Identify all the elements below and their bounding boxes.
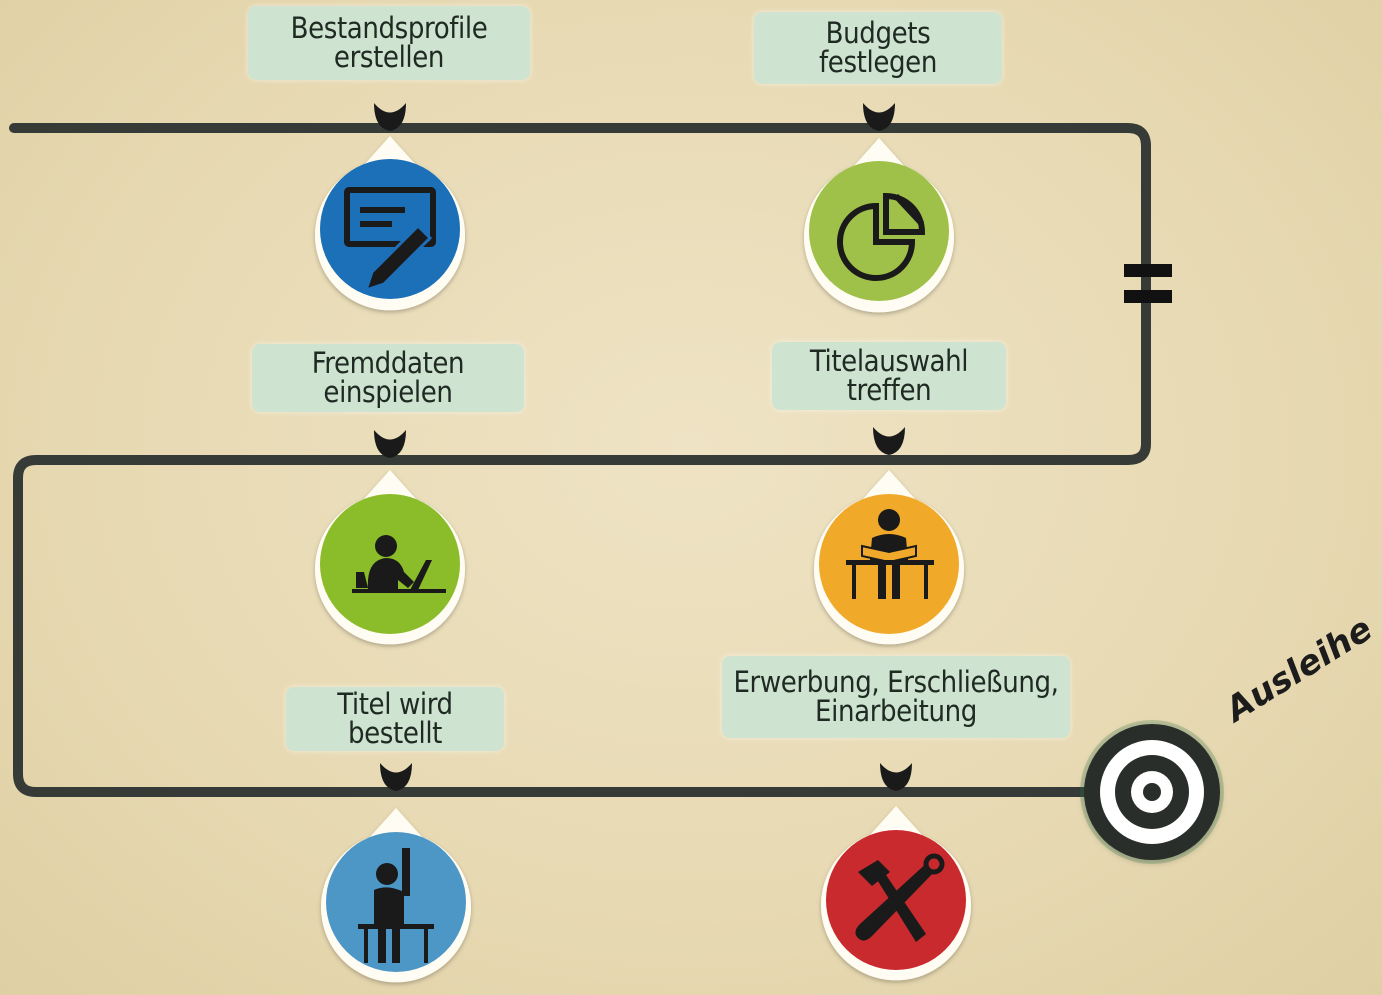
flow-line [9,123,1151,797]
step-label-line1: Bestandsprofile [290,11,488,45]
connector-pins [374,103,912,791]
tools-icon [855,853,945,942]
step-label-budgets: Budgets festlegen [754,12,1002,84]
pie-chart-icon [837,192,926,281]
step-label-line2: Einarbeitung [815,694,977,728]
step-label-line2: einspielen [323,375,453,409]
step-label-line1: Titelauswahl [809,344,969,378]
break-marker [1124,264,1172,303]
step-label-bestellt: Titel wird bestellt [286,687,504,751]
step-label-line1: Titel wird [337,687,453,721]
step-label-bestandsprofile: Bestandsprofile erstellen [248,6,530,80]
person-laptop-icon [352,535,446,593]
step-label-erwerbung: Erwerbung, Erschließung, Einarbeitung [722,656,1070,738]
step-label-fremddaten: Fremddaten einspielen [252,344,524,412]
step-label-line1: Budgets [825,16,931,50]
step-label-line1: Fremddaten [311,346,465,380]
step-fremddaten-drop [315,470,465,645]
step-label-line2: erstellen [333,40,445,74]
target-icon [1080,720,1224,864]
profile-edit-icon [344,187,436,293]
step-label-line2: festlegen [819,45,937,79]
step-label-line2: treffen [846,373,932,407]
person-reading-icon [846,509,934,599]
step-label-line1: Erwerbung, Erschließung, [733,665,1059,699]
step-label-titelauswahl: Titelauswahl treffen [772,342,1006,410]
step-label-line2: bestellt [347,716,443,750]
step-bestandsprofile-drop [315,136,465,311]
person-raising-hand-icon [358,848,434,963]
